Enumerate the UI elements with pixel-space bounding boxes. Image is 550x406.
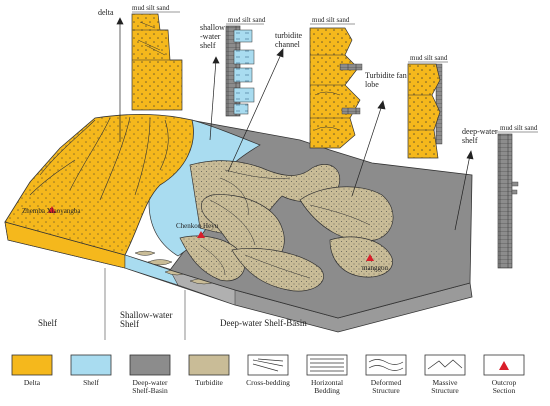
legend-label: Turbidite xyxy=(195,378,223,387)
horizontal-bedding-icon xyxy=(306,354,348,376)
outcrop-label-zhemba: Zhemba Xiaoyangba xyxy=(22,207,81,215)
zone-deep-water-basin: Deep-water Shelf-Basin xyxy=(220,318,307,328)
shelf-swatch xyxy=(70,354,112,376)
delta-channels xyxy=(29,116,169,201)
legend-item-cross: Cross-bedding xyxy=(246,354,290,387)
zone-shelf: Shelf xyxy=(38,318,57,328)
outcrop-label-chenkou: Chenkou Heyu xyxy=(176,222,219,230)
legend-label: Delta xyxy=(24,378,41,387)
column-header: mud silt sand xyxy=(500,124,538,132)
column-fan-lobe: mud silt sand xyxy=(407,54,448,159)
column-header: mud silt sand xyxy=(228,16,266,24)
turbidite-channel-lines xyxy=(199,169,371,279)
column-header: mud silt sand xyxy=(132,4,170,12)
column-turbidite-channel: mud silt sand xyxy=(309,16,363,149)
column-shallow-shelf: mud silt sand xyxy=(225,16,266,117)
outcrop-manggou: manggou xyxy=(362,254,389,272)
outcrop-label-manggou: manggou xyxy=(362,264,389,272)
legend-label: Shelf xyxy=(83,378,99,387)
cross-bedding-icon xyxy=(247,354,289,376)
outcrop-zhemba: Zhemba Xiaoyangba xyxy=(22,206,81,215)
legend-item-delta: Delta xyxy=(11,354,53,387)
legend-label: Cross-bedding xyxy=(246,378,290,387)
delta-swatch xyxy=(11,354,53,376)
legend-item-shelf: Shelf xyxy=(70,354,112,387)
column-deep-shelf: mud silt sand xyxy=(496,124,538,269)
leader-lines xyxy=(116,17,474,231)
turbidite-swatch xyxy=(188,354,230,376)
outcrop-chenkou: Chenkou Heyu xyxy=(176,222,219,238)
column-header: mud silt sand xyxy=(312,16,350,24)
legend-item-turbidite: Turbidite xyxy=(188,354,230,387)
label-delta: delta xyxy=(98,8,114,17)
column-header: mud silt sand xyxy=(410,54,448,62)
massive-structure-icon xyxy=(424,354,466,376)
column-delta: mud silt sand xyxy=(131,4,183,111)
deep-basin-swatch xyxy=(129,354,171,376)
zone-bar xyxy=(104,268,186,340)
deformed-structure-icon xyxy=(365,354,407,376)
